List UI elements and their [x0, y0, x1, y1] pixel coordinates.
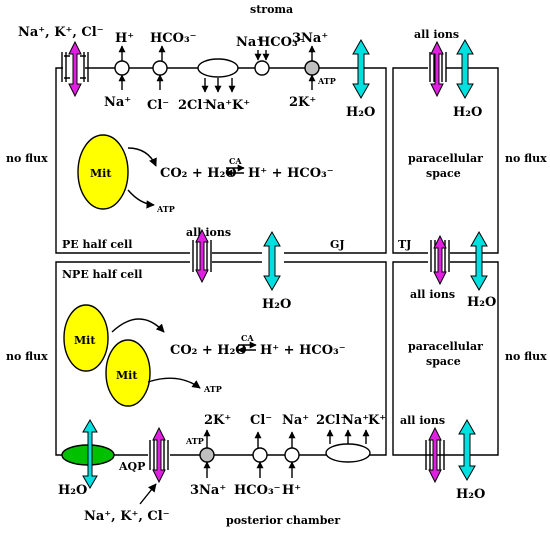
paracellular-top-label-1: paracellular [408, 152, 483, 165]
cl-transporter-npe [252, 431, 268, 478]
mitochondrion-pe [77, 134, 129, 210]
atp-npe-label: ATP [185, 436, 204, 446]
reaction-pe-rhs: H⁺ + HCO₃⁻ [248, 166, 334, 181]
water-channel-gap-junction [263, 230, 281, 292]
na-plus-stroma: Na⁺ [236, 35, 263, 50]
all-ions-top-label: all ions [414, 28, 459, 41]
nkcc-transporter-pe [197, 58, 239, 93]
all-ions-gj-label: all ions [186, 226, 231, 239]
mit-pe-label: Mit [90, 167, 112, 180]
ion-channel-npe-posterior [149, 426, 169, 484]
reaction-npe: CO₂ + H₂O CA H⁺ + HCO₃⁻ [170, 333, 346, 358]
paracellular-top-label-2: space [426, 167, 461, 180]
hco3-stroma: HCO₃⁻ [150, 31, 197, 46]
pe-half-cell-label: PE half cell [62, 238, 132, 251]
h2o-pe-stroma: H₂O [346, 105, 375, 120]
h-transporter-pe [114, 45, 130, 90]
stroma-ions-label: Na⁺, K⁺, Cl⁻ [18, 25, 104, 40]
3na-posterior: 3Na⁺ [190, 483, 226, 498]
h2o-aqp: H₂O [58, 483, 87, 498]
mit-npe-1-label: Mit [74, 334, 96, 347]
na-hco3-transporter-pe [254, 50, 270, 76]
k-plus-nkcc-pe: K⁺ [232, 98, 250, 113]
cl-transporter-pe [152, 45, 168, 90]
na-npe-in: Na⁺ [282, 413, 309, 428]
paracellular-bottom-wall [392, 261, 499, 456]
cl-minus-pe-in: Cl⁻ [147, 98, 169, 113]
2k-pe-in: 2K⁺ [289, 95, 316, 110]
atp-npe-mit: ATP [203, 384, 222, 394]
hco3-stroma-2: HCO₃⁻ [258, 35, 305, 50]
na-plus-nkcc-pe: Na⁺ [205, 98, 232, 113]
aqp-label: AQP [118, 460, 145, 473]
ion-channel-paracellular-top [429, 40, 447, 98]
reaction-pe: CO₂ + H₂O CA H⁺ + HCO₃⁻ [160, 156, 334, 181]
mit-npe-2-label: Mit [116, 369, 138, 382]
npe-half-cell-label: NPE half cell [62, 268, 142, 281]
na-k-atpase-pe [304, 45, 320, 90]
water-channel-paracellular-top [456, 38, 474, 100]
2cl-na-k-pe: 2Cl⁻ [178, 98, 209, 113]
water-channel-tight-junction [470, 230, 488, 292]
2k-npe-in: 2K⁺ [204, 413, 231, 428]
all-ions-bottom-label: all ions [400, 414, 445, 427]
posterior-ions-label: Na⁺, K⁺, Cl⁻ [84, 509, 170, 524]
pe-cell-membrane [55, 67, 387, 254]
cl-npe-in: Cl⁻ [250, 413, 272, 428]
na-plus-pe-in: Na⁺ [104, 95, 131, 110]
reaction-npe-rhs: H⁺ + HCO₃⁻ [260, 343, 346, 358]
ca-npe-label: CA [241, 333, 254, 343]
stroma-label: stroma [250, 3, 293, 16]
tj-label: TJ [398, 238, 411, 251]
2cl-npe: 2Cl⁻ [316, 413, 347, 428]
ca-pe-label: CA [229, 156, 242, 166]
aqp-channel [61, 419, 115, 489]
ion-channel-tight-junction [430, 234, 450, 286]
no-flux-right-top: no flux [505, 152, 547, 165]
nkcc-transporter-npe [325, 429, 371, 463]
h2o-gj: H₂O [262, 297, 291, 312]
ion-channel-pe-stroma [61, 40, 89, 98]
no-flux-left-top: no flux [6, 152, 48, 165]
no-flux-right-bottom: no flux [505, 350, 547, 363]
hco3-posterior: HCO₃⁻ [234, 483, 281, 498]
h-posterior: H⁺ [282, 483, 301, 498]
mitochondrion-npe-1 [63, 304, 109, 372]
all-ions-tj-label: all ions [410, 288, 455, 301]
reaction-npe-lhs: CO₂ + H₂O [170, 343, 247, 358]
3na-stroma: 3Na⁺ [292, 31, 328, 46]
h2o-paracellular-bottom: H₂O [456, 487, 485, 502]
no-flux-left-bottom: no flux [6, 350, 48, 363]
k-nkcc-npe: K⁺ [368, 413, 386, 428]
ion-channel-paracellular-bottom [425, 426, 445, 484]
na-nkcc-npe: Na⁺ [342, 413, 369, 428]
gj-label: GJ [330, 238, 345, 251]
posterior-chamber-label: posterior chamber [226, 514, 340, 527]
reaction-pe-lhs: CO₂ + H₂O [160, 166, 237, 181]
atp-pe-label: ATP [317, 76, 336, 86]
ion-channel-gap-junction [192, 228, 212, 284]
na-h-transporter-npe [284, 431, 300, 478]
atp-pe-mit: ATP [156, 204, 175, 214]
h2o-tj: H₂O [467, 295, 496, 310]
h2o-paracellular-top: H₂O [453, 105, 482, 120]
h-plus-stroma: H⁺ [115, 31, 134, 46]
water-channel-paracellular-bottom [458, 418, 476, 482]
water-channel-pe-stroma [352, 38, 370, 100]
mitochondrion-npe-2 [105, 339, 151, 407]
na-k-atpase-npe [199, 429, 215, 478]
paracellular-bottom-label-2: space [426, 355, 461, 368]
paracellular-bottom-label-1: paracellular [408, 340, 483, 353]
